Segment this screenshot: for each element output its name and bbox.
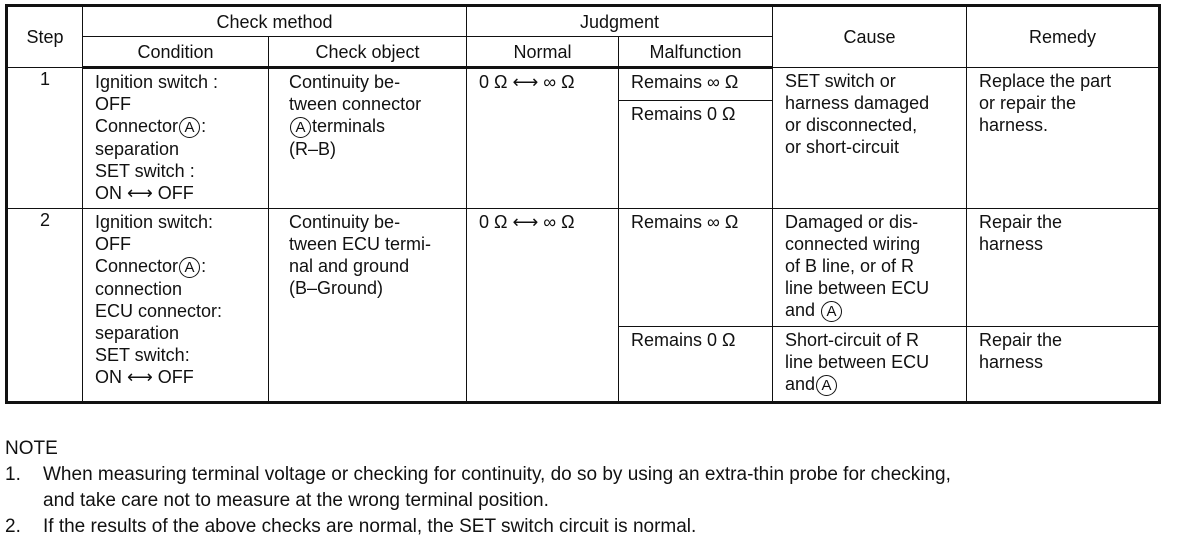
malfunction-value: Remains ∞ Ω bbox=[631, 212, 739, 232]
condition-line: OFF bbox=[95, 94, 131, 114]
normal-value: 0 Ω ⟷ ∞ Ω bbox=[479, 72, 575, 92]
cause-line: of B line, or of R bbox=[785, 256, 915, 276]
connector-a-symbol: A bbox=[821, 301, 843, 322]
note-line: and take care not to measure at the wron… bbox=[43, 490, 549, 511]
header-step: Step bbox=[6, 5, 83, 68]
check-object-line: tween ECU termi- bbox=[289, 234, 432, 254]
cause-cell: SET switch or harness damaged or disconn… bbox=[772, 67, 967, 209]
check-object-line: Continuity be- bbox=[289, 72, 401, 92]
malfunction-value: Remains 0 Ω bbox=[631, 104, 736, 124]
check-object-line: tween connector bbox=[289, 94, 422, 114]
cause-line: connected wiring bbox=[785, 234, 921, 254]
condition-line: connection bbox=[95, 279, 183, 299]
step-number: 2 bbox=[6, 208, 83, 403]
table-row-step-2-sub: Remains 0 Ω Short-circuit of R line betw… bbox=[7, 326, 1160, 403]
condition-line: ON ⟷ OFF bbox=[95, 367, 194, 387]
note-line: If the results of the above checks are n… bbox=[43, 516, 697, 537]
malfunction-cell: Remains ∞ Ω bbox=[618, 208, 773, 327]
connector-a-symbol: A bbox=[179, 117, 201, 138]
connector-a-symbol: A bbox=[290, 117, 311, 138]
cause-line: SET switch or bbox=[785, 71, 896, 91]
step-number: 1 bbox=[6, 67, 83, 209]
remedy-line: Replace the part bbox=[979, 71, 1112, 91]
condition-line: ON ⟷ OFF bbox=[95, 183, 194, 203]
connector-a-symbol: A bbox=[179, 257, 201, 278]
note-item: 1. When measuring terminal voltage or ch… bbox=[5, 462, 1175, 514]
condition-line: SET switch: bbox=[95, 345, 190, 365]
normal-cell: 0 Ω ⟷ ∞ Ω bbox=[466, 208, 619, 403]
remedy-line: harness bbox=[979, 352, 1044, 372]
note-number: 2. bbox=[5, 516, 21, 537]
note-title: NOTE bbox=[5, 438, 58, 459]
cause-line: Short-circuit of R bbox=[785, 330, 920, 350]
check-object-line: (R–B) bbox=[289, 139, 337, 159]
malfunction-cell: Remains ∞ Ω Remains 0 Ω bbox=[618, 67, 773, 209]
check-object-line: nal and ground bbox=[289, 256, 410, 276]
header-malfunction: Malfunction bbox=[618, 36, 773, 69]
malfunction-value: Remains 0 Ω bbox=[631, 330, 736, 350]
remedy-cell: Replace the part or repair the harness. bbox=[966, 67, 1160, 209]
connector-a-symbol: A bbox=[816, 375, 838, 396]
header-check-object: Check object bbox=[268, 36, 467, 69]
remedy-line: Repair the bbox=[979, 212, 1063, 232]
remedy-line: Repair the bbox=[979, 330, 1063, 350]
check-object-line: Continuity be- bbox=[289, 212, 401, 232]
cause-line: line between ECU bbox=[785, 352, 930, 372]
condition-line: SET switch : bbox=[95, 161, 195, 181]
cause-line: or disconnected, bbox=[785, 115, 918, 135]
cause-line: Damaged or dis- bbox=[785, 212, 919, 232]
header-judgment: Judgment bbox=[466, 5, 773, 37]
note-section: NOTE 1. When measuring terminal voltage … bbox=[5, 436, 1175, 540]
remedy-line: or repair the bbox=[979, 93, 1077, 113]
note-line: When measuring terminal voltage or check… bbox=[43, 464, 951, 485]
header-normal: Normal bbox=[466, 36, 619, 69]
cause-cell: Damaged or dis- connected wiring of B li… bbox=[772, 208, 967, 327]
malfunction-value: Remains ∞ Ω bbox=[619, 69, 772, 101]
check-object-line: (B–Ground) bbox=[289, 278, 384, 298]
cause-line: line between ECU bbox=[785, 278, 930, 298]
cause-line: and A bbox=[785, 299, 958, 322]
header-check-method: Check method bbox=[82, 5, 467, 37]
malfunction-cell: Remains 0 Ω bbox=[618, 326, 773, 403]
remedy-line: harness. bbox=[979, 115, 1049, 135]
condition-line: Ignition switch : bbox=[95, 72, 219, 92]
note-number: 1. bbox=[5, 464, 21, 485]
note-item: 2. If the results of the above checks ar… bbox=[5, 514, 1175, 540]
header-cause: Cause bbox=[772, 5, 967, 68]
header-remedy: Remedy bbox=[966, 5, 1160, 68]
condition-line: ECU connector: bbox=[95, 301, 223, 321]
diagnosis-table: Step Check method Judgment Cause Remedy … bbox=[5, 4, 1161, 404]
check-object-cell: Continuity be- tween ECU termi- nal and … bbox=[268, 208, 467, 403]
normal-cell: 0 Ω ⟷ ∞ Ω bbox=[466, 67, 619, 209]
cause-line: harness damaged bbox=[785, 93, 930, 113]
condition-line: OFF bbox=[95, 234, 131, 254]
header-condition: Condition bbox=[82, 36, 269, 69]
normal-value: 0 Ω ⟷ ∞ Ω bbox=[479, 212, 575, 232]
remedy-cell: Repair the harness bbox=[966, 326, 1160, 403]
condition-line: separation bbox=[95, 323, 180, 343]
remedy-line: harness bbox=[979, 234, 1044, 254]
remedy-cell: Repair the harness bbox=[966, 208, 1160, 327]
condition-line: Ignition switch: bbox=[95, 212, 214, 232]
condition-line: separation bbox=[95, 139, 180, 159]
cause-line: or short-circuit bbox=[785, 137, 900, 157]
